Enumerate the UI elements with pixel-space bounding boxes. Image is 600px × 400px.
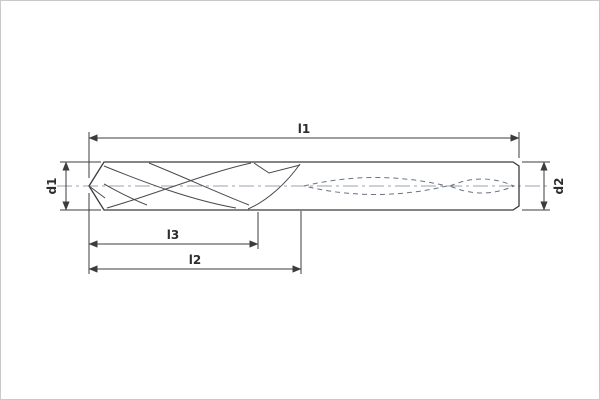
flute-curve-3 xyxy=(148,162,250,206)
flute-runout-notch xyxy=(253,162,301,174)
l3-label: l3 xyxy=(167,228,179,242)
flute-curve-4 xyxy=(103,183,148,206)
l1-label: l1 xyxy=(298,122,310,136)
flute-curve-1 xyxy=(103,165,237,209)
hidden-flute-lens-left xyxy=(303,177,448,195)
d1-label: d1 xyxy=(45,178,59,195)
drill-tip-edge xyxy=(88,185,106,199)
hidden-flute-lens-right xyxy=(449,178,516,194)
d2-label: d2 xyxy=(552,178,566,195)
drill-outline xyxy=(88,161,520,211)
flute-runout-curve xyxy=(247,163,301,210)
flute-curve-2 xyxy=(106,162,252,209)
l2-label: l2 xyxy=(189,253,201,267)
